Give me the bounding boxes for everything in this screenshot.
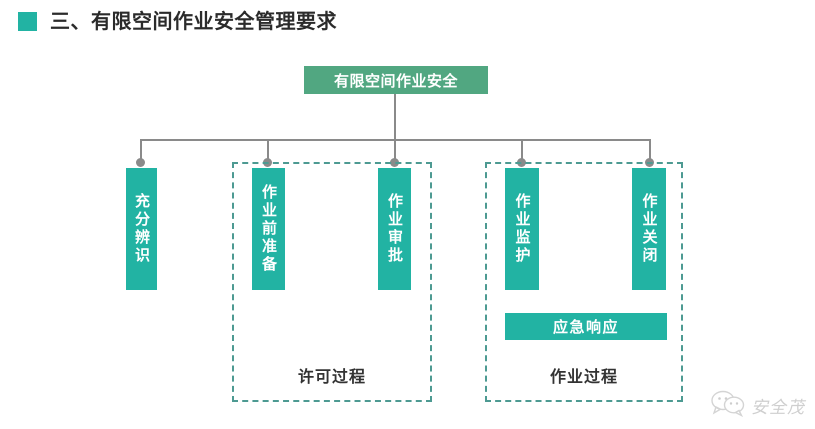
connector-root-stem bbox=[394, 94, 396, 140]
group-frame-work-process bbox=[485, 162, 683, 402]
group-label-work-process: 作业过程 bbox=[549, 367, 618, 386]
node-approve[interactable]: 作业审批 bbox=[378, 168, 411, 290]
connector-drop-prepare bbox=[267, 139, 269, 161]
connector-drop-approve bbox=[394, 139, 396, 161]
page-title: 三、有限空间作业安全管理要求 bbox=[50, 9, 337, 33]
node-supervise[interactable]: 作业监护 bbox=[505, 168, 539, 290]
connector-drop-close bbox=[649, 139, 651, 161]
page-header: 三、有限空间作业安全管理要求 bbox=[0, 0, 815, 42]
watermark-text: 安全茂 bbox=[751, 397, 805, 418]
org-chart-diagram: 有限空间作业安全 充分辨识 作业前准备 作业审批 作业监护 作业关闭 应急响应 … bbox=[0, 42, 815, 429]
watermark: 安全茂 bbox=[711, 389, 805, 421]
wechat-bubbles-icon bbox=[711, 389, 745, 421]
node-close[interactable]: 作业关闭 bbox=[632, 168, 666, 290]
title-bullet-icon bbox=[18, 11, 37, 31]
connector-dot-identify bbox=[136, 158, 145, 167]
group-label-permit-process: 许可过程 bbox=[297, 367, 366, 386]
connector-drop-supervise bbox=[521, 139, 523, 161]
connector-drop-identify bbox=[140, 139, 142, 161]
node-emergency-response[interactable]: 应急响应 bbox=[505, 313, 667, 340]
node-identify[interactable]: 充分辨识 bbox=[126, 168, 157, 290]
group-frame-permit-process bbox=[232, 162, 432, 402]
node-prepare[interactable]: 作业前准备 bbox=[252, 168, 285, 290]
node-root[interactable]: 有限空间作业安全 bbox=[304, 66, 488, 94]
